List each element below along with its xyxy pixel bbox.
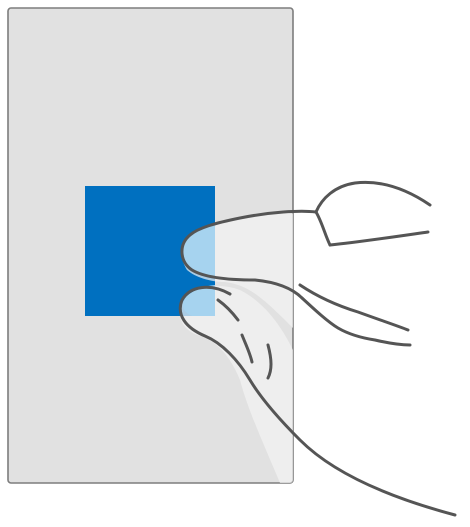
- gesture-illustration: [0, 0, 470, 527]
